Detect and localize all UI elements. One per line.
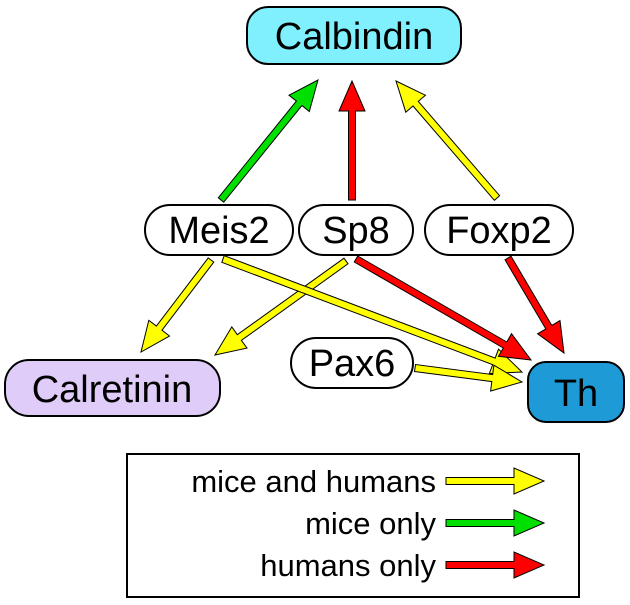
arrow-meis2-calretinin — [140, 257, 215, 354]
calbindin-label: Calbindin — [275, 16, 433, 58]
arrow-sp8-calretinin — [213, 257, 349, 356]
sp8-label: Sp8 — [322, 210, 390, 252]
arrow-sp8-th — [353, 255, 533, 361]
arrow-meis2-th — [221, 255, 524, 375]
meis2-label: Meis2 — [168, 210, 269, 252]
pax6-box — [290, 337, 414, 389]
node-th: Th — [527, 361, 625, 423]
legend-arrow-humans-only — [445, 551, 546, 579]
calbindin-box — [246, 6, 462, 65]
legend-label-mice-only: mice only — [305, 506, 436, 541]
arrow-pax6-th — [413, 363, 524, 392]
foxp2-box — [424, 204, 574, 256]
arrow-meis2-calbindin — [217, 79, 319, 203]
legend-arrows — [445, 467, 546, 579]
legend-label-humans-only: humans only — [260, 548, 436, 583]
arrows-layer — [140, 79, 565, 392]
node-foxp2: Foxp2 — [424, 204, 574, 256]
legend-label-mice-and-humans: mice and humans — [191, 464, 436, 499]
node-meis2: Meis2 — [144, 204, 294, 256]
node-calbindin: Calbindin — [246, 6, 462, 65]
arrow-foxp2-calbindin — [395, 80, 501, 202]
pax6-label: Pax6 — [309, 343, 396, 385]
legend-arrow-mice-only — [445, 509, 546, 537]
sp8-box — [298, 204, 414, 256]
node-calretinin: Calretinin — [4, 359, 221, 417]
arrow-sp8-calbindin — [338, 79, 366, 201]
calretinin-box — [4, 359, 221, 417]
arrow-foxp2-th — [504, 255, 565, 355]
legend-arrow-mice-and-humans — [445, 467, 546, 495]
th-label: Th — [554, 373, 598, 415]
th-box — [527, 361, 625, 423]
foxp2-label: Foxp2 — [446, 210, 552, 252]
legend: mice and humans mice only humans only — [126, 453, 580, 598]
node-sp8: Sp8 — [298, 204, 414, 256]
calretinin-label: Calretinin — [32, 369, 193, 411]
node-pax6: Pax6 — [290, 337, 414, 389]
meis2-box — [144, 204, 294, 256]
